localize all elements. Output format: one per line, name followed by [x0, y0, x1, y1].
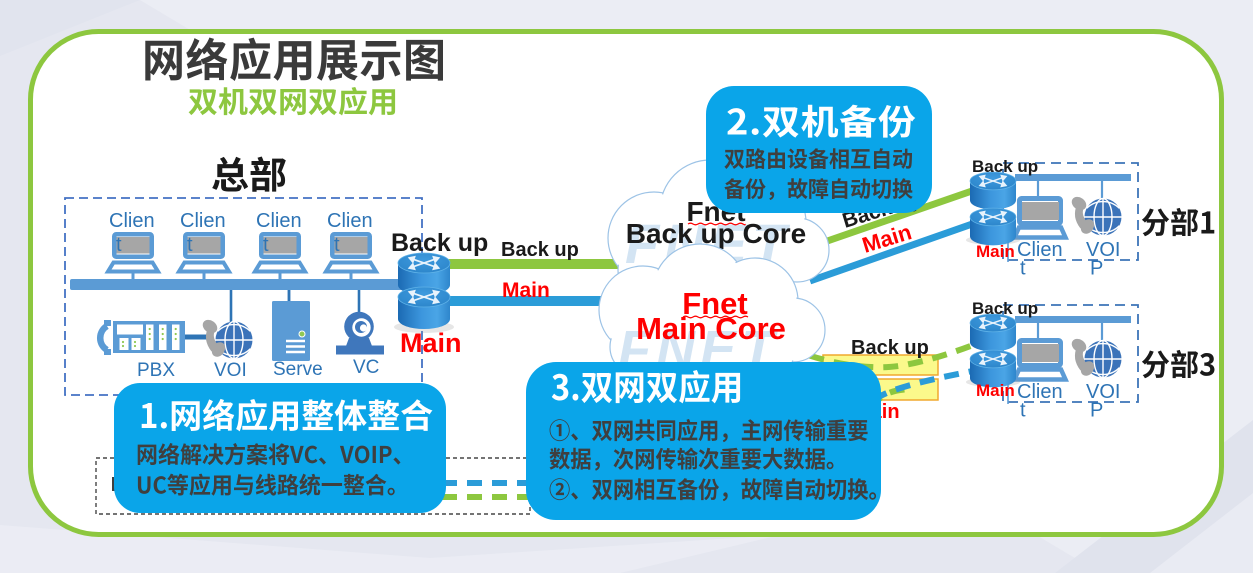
svg-text:Clien: Clien	[256, 210, 302, 232]
svg-text:Back up: Back up	[501, 239, 579, 261]
svg-text:t: t	[263, 234, 269, 256]
svg-text:PBX: PBX	[137, 360, 175, 381]
svg-text:Clien: Clien	[1017, 381, 1063, 403]
svg-text:t: t	[116, 234, 122, 256]
svg-text:Clien: Clien	[327, 210, 373, 232]
svg-text:t: t	[187, 234, 193, 256]
svg-text:Back up Core: Back up Core	[626, 218, 807, 249]
svg-text:Back up: Back up	[972, 157, 1038, 176]
svg-text:t: t	[1020, 400, 1026, 422]
svg-text:Clien: Clien	[180, 210, 226, 232]
svg-text:VC: VC	[353, 357, 379, 378]
svg-text:Serve: Serve	[273, 359, 323, 380]
svg-text:t: t	[334, 234, 340, 256]
svg-text:Back up: Back up	[972, 299, 1038, 318]
svg-text:VOI: VOI	[214, 360, 247, 381]
svg-text:Main: Main	[976, 242, 1015, 261]
svg-text:Back up: Back up	[391, 229, 488, 257]
svg-text:Fnet: Fnet	[682, 286, 747, 321]
svg-text:VOI: VOI	[1086, 239, 1120, 261]
svg-text:t: t	[1020, 258, 1026, 280]
svg-text:P: P	[1090, 400, 1103, 422]
svg-text:P: P	[1090, 258, 1103, 280]
svg-text:Clien: Clien	[109, 210, 155, 232]
svg-text:Back up: Back up	[851, 337, 929, 359]
svg-text:Main: Main	[400, 328, 462, 358]
svg-text:VOI: VOI	[1086, 381, 1120, 403]
svg-text:Main: Main	[976, 381, 1015, 400]
svg-text:Clien: Clien	[1017, 239, 1063, 261]
svg-text:Main: Main	[502, 279, 550, 302]
svg-text:Main Core: Main Core	[636, 311, 786, 346]
